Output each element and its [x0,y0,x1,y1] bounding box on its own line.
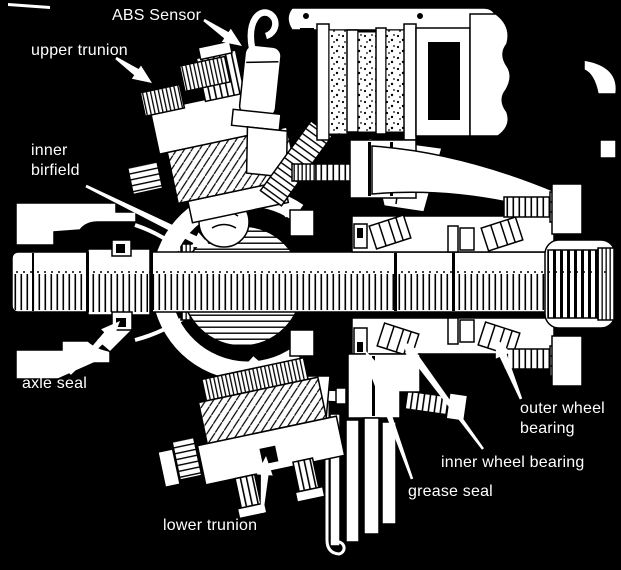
axle-shaft [11,248,555,316]
arrow-upper-trunion [115,56,152,83]
label-grease-seal: grease seal [408,483,493,500]
abs-sensor-part [230,9,288,179]
outer-shaft-splines [544,183,616,387]
arrow-lower-trunion [256,456,273,514]
arrow-inner-wheel-bearing [403,341,484,450]
arrow-inner-birfield [85,184,212,248]
arrow-outer-wheel-bearing [495,338,523,400]
label-axle-seal: axle seal [22,375,87,392]
label-inner-wheel-bearing: inner wheel bearing [441,454,585,471]
label-inner-birfield: inner birfield [31,142,80,179]
abs-sensor-wire [247,9,279,49]
label-lower-trunion: lower trunion [163,517,258,534]
brake-caliper [287,7,618,159]
dust-shield [325,396,346,556]
lower-trunion-assembly [157,356,346,520]
arrow-axle-seal [69,321,120,375]
arrow-abs-sensor [203,18,242,46]
drawing-detail [8,3,50,9]
arrow-grease-seal [364,351,414,480]
label-upper-trunion: upper trunion [31,42,128,59]
label-arrows [69,18,523,514]
outer-wheel-bearing-part [477,321,521,357]
label-abs-sensor: ABS Sensor [112,7,202,24]
label-outer-wheel-bearing: outer wheel bearing [520,400,605,437]
